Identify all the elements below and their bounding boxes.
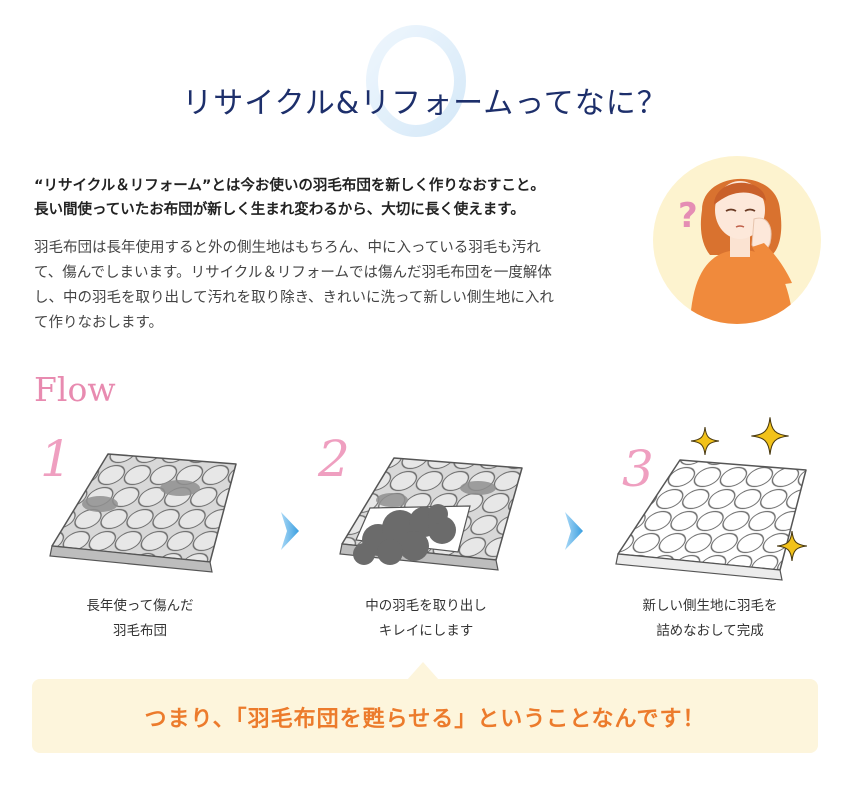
sparkle-icon bbox=[777, 531, 807, 561]
question-mark-icon: ? bbox=[678, 196, 698, 236]
intro-body: 羽毛布団は長年使用すると外の側生地はもちろん、中に入っている羽毛も汚れ て、傷ん… bbox=[34, 236, 624, 336]
intro-lead: “リサイクル＆リフォーム”とは今お使いの羽毛布団を新しく作りなおすこと。 長い間… bbox=[34, 174, 634, 222]
step-caption-line: 新しい側生地に羽毛を bbox=[642, 598, 778, 614]
step-caption: 中の羽毛を取り出し キレイにします bbox=[316, 594, 536, 644]
step-caption: 新しい側生地に羽毛を 詰めなおして完成 bbox=[600, 594, 820, 644]
arrow-right-icon bbox=[565, 512, 583, 550]
step-caption-line: キレイにします bbox=[378, 623, 474, 639]
step-caption-line: 詰めなおして完成 bbox=[656, 623, 764, 639]
step-caption: 長年使って傷んだ 羽毛布団 bbox=[30, 594, 250, 644]
decorative-ring-icon bbox=[366, 25, 466, 137]
avatar: ? bbox=[653, 156, 821, 324]
intro-body-line: し、中の羽毛を取り出して汚れを取り除き、きれいに洗って新しい側生地に入れ bbox=[34, 290, 554, 306]
arrow-right-icon bbox=[281, 512, 299, 550]
new-futon-icon bbox=[615, 459, 807, 581]
step-caption-line: 羽毛布団 bbox=[113, 623, 167, 639]
step-number: 2 bbox=[318, 430, 350, 488]
intro-body-line: て、傷んでしまいます。リサイクル＆リフォームでは傷んだ羽毛布団を一度解体 bbox=[34, 265, 552, 281]
step-caption-line: 長年使って傷んだ bbox=[86, 598, 194, 614]
intro-body-line: 羽毛布団は長年使用すると外の側生地はもちろん、中に入っている羽毛も汚れ bbox=[34, 240, 541, 256]
flow-heading: Flow bbox=[34, 370, 116, 409]
worn-futon-icon bbox=[49, 453, 237, 573]
intro-body-line: て作りなおします。 bbox=[34, 315, 164, 331]
sparkle-icon bbox=[751, 417, 789, 455]
step-number: 3 bbox=[622, 440, 654, 498]
page-title: リサイクル&リフォームってなに？ bbox=[182, 86, 668, 122]
summary-text: つまり、「羽毛布団を甦らせる」ということなんです！ bbox=[144, 707, 706, 732]
open-futon-icon bbox=[339, 457, 523, 571]
sparkle-icon bbox=[690, 426, 720, 456]
step-caption-line: 中の羽毛を取り出し bbox=[365, 598, 487, 614]
intro-lead-line: “リサイクル＆リフォーム”とは今お使いの羽毛布団を新しく作りなおすこと。 bbox=[34, 178, 545, 194]
step-number: 1 bbox=[40, 430, 72, 488]
summary-box: つまり、「羽毛布団を甦らせる」ということなんです！ bbox=[32, 679, 818, 753]
intro-lead-line: 長い間使っていたお布団が新しく生まれ変わるから、大切に長く使えます。 bbox=[34, 202, 525, 218]
summary-notch bbox=[407, 662, 439, 680]
